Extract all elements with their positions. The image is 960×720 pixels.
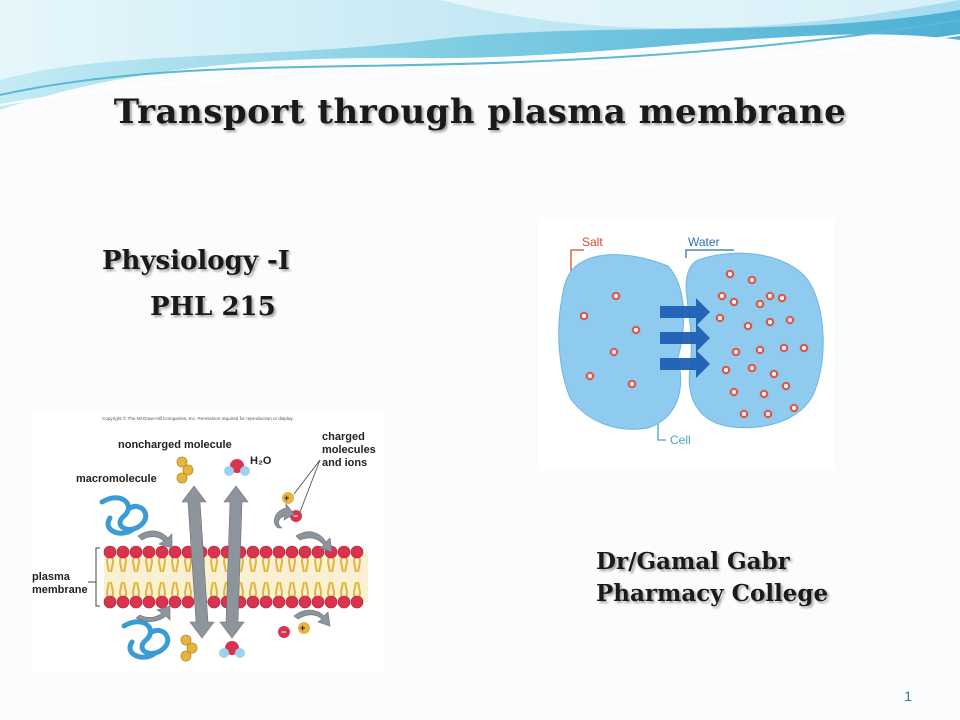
water-molecule-icon <box>219 459 250 658</box>
svg-text:−: − <box>293 511 298 521</box>
author-name: Dr/Gamal Gabr <box>596 548 790 575</box>
salt-label: Salt <box>582 235 603 249</box>
institution-name: Pharmacy College <box>596 580 829 607</box>
membrane-transport-figure: Copyright © The McGraw-Hill Companies, I… <box>32 410 384 672</box>
cell-label: Cell <box>670 433 691 447</box>
charged-label-line1: charged <box>322 431 365 443</box>
macromolecule-bottom-icon <box>121 619 171 660</box>
noncharged-molecule-label: noncharged molecule <box>118 439 232 451</box>
svg-text:+: + <box>284 493 289 503</box>
water-leader-line <box>685 249 734 258</box>
charged-label-line2: molecules <box>322 444 376 456</box>
charged-label-line3: and ions <box>322 457 367 469</box>
ion-icons: + − − + <box>278 492 310 638</box>
plasma-label-line2: membrane <box>32 584 88 596</box>
copyright-note: Copyright © The McGraw-Hill Companies, I… <box>102 415 294 421</box>
svg-text:+: + <box>300 623 305 633</box>
right-solute-dots <box>715 269 809 419</box>
noncharged-molecule-icon <box>176 456 198 662</box>
svg-text:−: − <box>281 627 286 637</box>
membrane-bracket <box>95 547 100 607</box>
slide-title: Transport through plasma membrane <box>113 92 847 132</box>
cell-leader-line <box>657 418 666 441</box>
transport-arrows <box>135 485 333 639</box>
macromolecule-label: macromolecule <box>76 473 157 485</box>
macromolecule-top-icon <box>99 495 149 536</box>
page-number: 1 <box>904 688 912 704</box>
water-label: Water <box>688 235 720 249</box>
osmosis-figure: Salt Water Cell <box>538 218 834 470</box>
plasma-label-line1: plasma <box>32 571 71 583</box>
left-cell-shape <box>558 254 685 430</box>
course-name: Physiology -I <box>102 246 290 276</box>
course-code: PHL 215 <box>150 292 276 322</box>
header-wave-decoration <box>0 0 960 110</box>
water-flow-arrows <box>660 298 710 378</box>
water-molecule-label: H₂O <box>250 455 272 467</box>
left-solute-dots <box>579 291 641 389</box>
